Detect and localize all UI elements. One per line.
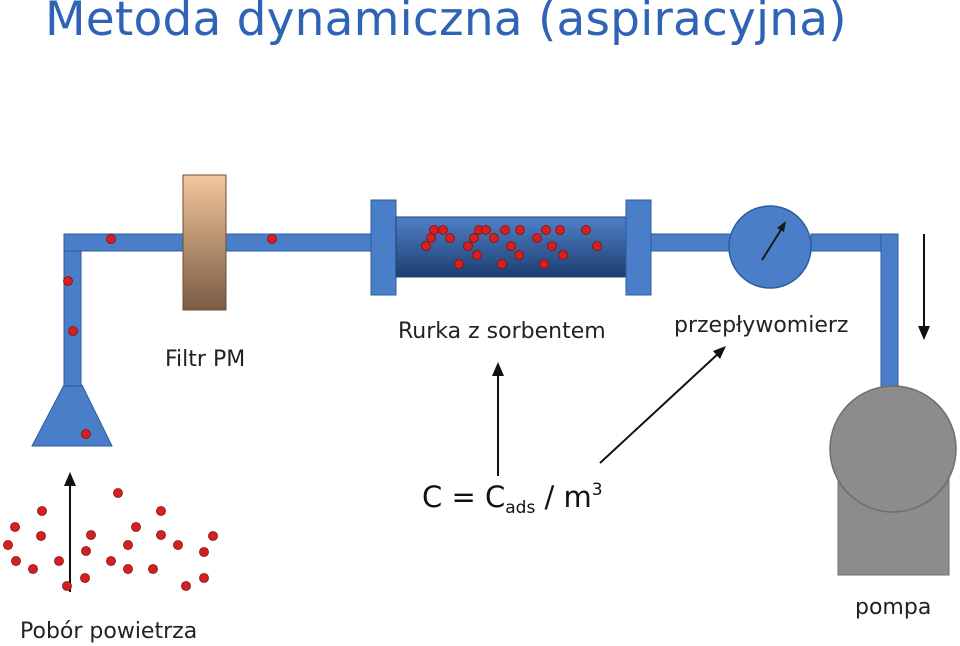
particle-dot bbox=[547, 241, 557, 251]
sorbent-tube-flange-left bbox=[370, 199, 397, 296]
particle-dot bbox=[555, 225, 565, 235]
particles-group bbox=[3, 225, 602, 591]
particle-dot bbox=[592, 241, 602, 251]
particle-dot bbox=[445, 233, 455, 243]
flow-arrow-down bbox=[918, 234, 930, 340]
particle-dot bbox=[506, 241, 516, 251]
particle-dot bbox=[532, 233, 542, 243]
particle-dot bbox=[181, 581, 191, 591]
particle-dot bbox=[199, 573, 209, 583]
flowmeter-label-arrow bbox=[599, 346, 726, 464]
flowmeter-label: przepływomierz bbox=[674, 313, 849, 338]
intake-pipe bbox=[63, 233, 82, 387]
particle-dot bbox=[438, 225, 448, 235]
particle-dot bbox=[36, 531, 46, 541]
particle-dot bbox=[515, 225, 525, 235]
particle-dot bbox=[156, 506, 166, 516]
particle-dot bbox=[113, 488, 123, 498]
particle-dot bbox=[208, 531, 218, 541]
particle-dot bbox=[472, 250, 482, 260]
particle-dot bbox=[267, 234, 277, 244]
particle-dot bbox=[173, 540, 183, 550]
particle-dot bbox=[156, 530, 166, 540]
formula-subscript: ads bbox=[505, 498, 536, 518]
particle-dot bbox=[581, 225, 591, 235]
particle-dot bbox=[539, 259, 549, 269]
particle-dot bbox=[421, 241, 431, 251]
pipe-segment-3 bbox=[650, 233, 732, 252]
particle-dot bbox=[454, 259, 464, 269]
intake-arrow-up bbox=[64, 472, 76, 592]
particle-dot bbox=[541, 225, 551, 235]
sorbent-tube-flange-right bbox=[625, 199, 652, 296]
particle-dot bbox=[199, 547, 209, 557]
particle-dot bbox=[68, 326, 78, 336]
intake-funnel bbox=[31, 384, 113, 447]
pump-pipe bbox=[880, 233, 899, 390]
particle-dot bbox=[148, 564, 158, 574]
particle-dot bbox=[81, 429, 91, 439]
particle-dot bbox=[86, 530, 96, 540]
flowmeter-needle bbox=[761, 224, 785, 261]
formula-mid: / m bbox=[535, 480, 592, 514]
concentration-formula: C = Cads / m3 bbox=[422, 480, 603, 518]
particle-dot bbox=[463, 241, 473, 251]
particle-dot bbox=[106, 234, 116, 244]
pump-body bbox=[829, 385, 957, 513]
pipe-segment-1 bbox=[63, 233, 185, 252]
tube-label-arrow bbox=[492, 362, 504, 476]
pump-label: pompa bbox=[855, 595, 932, 620]
flowmeter-needle-head bbox=[777, 221, 786, 232]
particle-dot bbox=[514, 250, 524, 260]
pm-filter bbox=[182, 174, 227, 311]
tube-label: Rurka z sorbentem bbox=[398, 319, 606, 344]
particle-dot bbox=[123, 564, 133, 574]
particle-dot bbox=[426, 233, 436, 243]
formula-lhs: C = C bbox=[422, 480, 506, 514]
particle-dot bbox=[500, 225, 510, 235]
page-title: Metoda dynamiczna (aspiracyjna) bbox=[45, 0, 847, 47]
particle-dot bbox=[3, 540, 13, 550]
particle-dot bbox=[131, 522, 141, 532]
particle-dot bbox=[11, 556, 21, 566]
particle-dot bbox=[123, 540, 133, 550]
particle-dot bbox=[558, 250, 568, 260]
particle-dot bbox=[469, 233, 479, 243]
particle-dot bbox=[489, 233, 499, 243]
particle-dot bbox=[481, 225, 491, 235]
particle-dot bbox=[54, 556, 64, 566]
particle-dot bbox=[63, 276, 73, 286]
particle-dot bbox=[497, 259, 507, 269]
particle-dot bbox=[80, 573, 90, 583]
filter-label: Filtr PM bbox=[165, 347, 246, 372]
formula-superscript: 3 bbox=[591, 480, 603, 500]
intake-label: Pobór powietrza bbox=[20, 619, 198, 644]
particle-dot bbox=[62, 581, 72, 591]
particle-dot bbox=[106, 556, 116, 566]
pipe-segment-2 bbox=[225, 233, 373, 252]
particle-dot bbox=[37, 506, 47, 516]
particle-dot bbox=[28, 564, 38, 574]
particle-dot bbox=[81, 546, 91, 556]
particle-dot bbox=[10, 522, 20, 532]
